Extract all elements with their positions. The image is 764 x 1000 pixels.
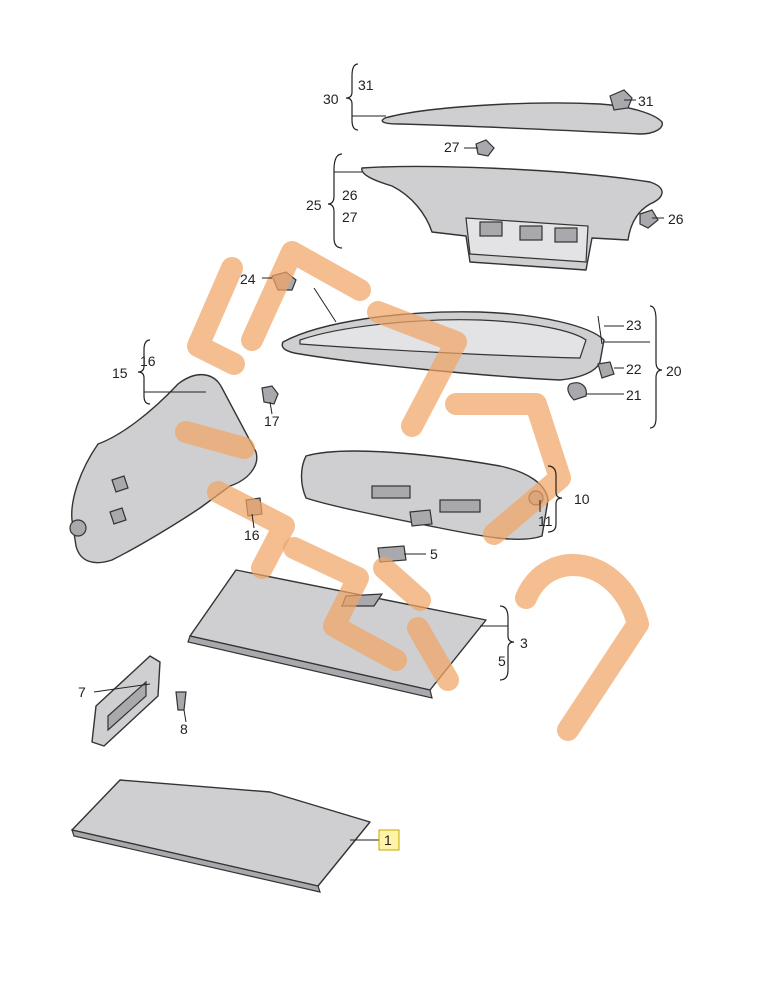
callout-labels: 30 31 31 27 25 26 27 26 24 23 20 22 21 1… [78, 77, 684, 851]
callout-10: 10 [574, 491, 590, 507]
callout-27-left: 27 [342, 209, 358, 225]
callout-24: 24 [240, 271, 256, 287]
callout-5-upper: 5 [430, 546, 438, 562]
callout-31-upper: 31 [358, 77, 374, 93]
callout-3: 3 [520, 635, 528, 651]
floor-mat-part [71, 779, 371, 893]
callout-27-top: 27 [444, 139, 460, 155]
callout-leaders [93, 63, 664, 841]
callout-25: 25 [306, 197, 322, 213]
lock-carrier-trim-part [300, 450, 549, 540]
callout-17: 17 [264, 413, 280, 429]
callout-1: 1 [384, 832, 392, 848]
callout-1-highlight [378, 829, 400, 851]
callout-11: 11 [538, 513, 553, 529]
callout-21: 21 [626, 387, 642, 403]
callout-30: 30 [323, 91, 339, 107]
bracket-part [91, 655, 187, 747]
callout-8: 8 [180, 721, 188, 737]
spoiler-strip-part [381, 89, 663, 135]
callout-31-right: 31 [638, 93, 654, 109]
callout-15: 15 [112, 365, 128, 381]
callout-26-right: 26 [668, 211, 684, 227]
callout-16-upper: 16 [140, 353, 156, 369]
callout-23: 23 [626, 317, 642, 333]
callout-20: 20 [666, 363, 682, 379]
callout-26-left: 26 [342, 187, 358, 203]
callout-16-lower: 16 [244, 527, 260, 543]
trunk-lid-trim-part [361, 139, 663, 271]
callout-22: 22 [626, 361, 642, 377]
callout-7: 7 [78, 684, 86, 700]
watermark-logo [175, 241, 649, 741]
callout-5-lower: 5 [498, 653, 506, 669]
